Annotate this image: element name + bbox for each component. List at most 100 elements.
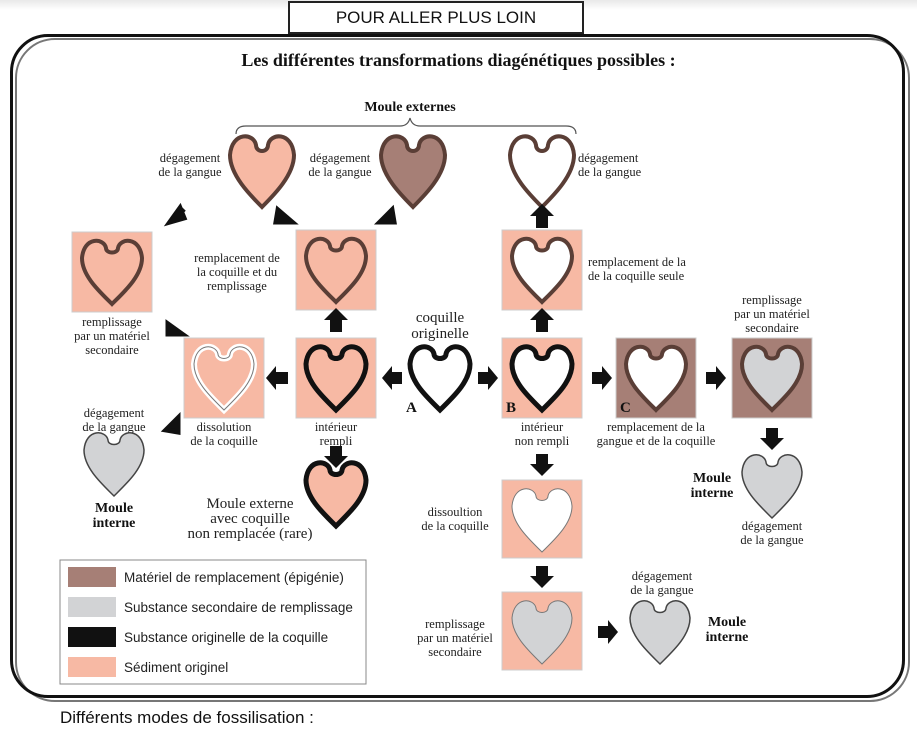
interieur-rempli-line2: rempli: [320, 434, 353, 448]
legend-label-secondaire: Substance secondaire de remplissage: [124, 600, 353, 615]
arrow-ul-1: [163, 202, 188, 227]
dissolution-line2: de la coquille: [190, 434, 258, 448]
frame-shadow: [15, 38, 910, 702]
shell-top-2: [378, 134, 448, 210]
rempl-cq-line3: remplissage: [207, 279, 267, 293]
deg1-line2: de la gangue: [158, 165, 222, 179]
deg3-line2: de la gangue: [578, 165, 642, 179]
shell-moule-interne-2: [629, 600, 691, 666]
arrow-up-rempli: [324, 308, 348, 332]
interieur-non-line2: non rempli: [515, 434, 570, 448]
moule-interne3-line1: Moule: [693, 471, 731, 486]
interieur-non-line1: intérieur: [521, 420, 564, 434]
shell-interieur-rempli: [303, 344, 369, 414]
legend: Matériel de remplacement (épigénie) Subs…: [59, 559, 367, 685]
rempl-cq-line1: remplacement de: [194, 251, 280, 265]
remplissage2-line1: remplissage: [742, 293, 802, 307]
shell-remplissage-left: [79, 238, 145, 307]
shell-top-1: [227, 134, 297, 210]
rempl-seule-line2: de la coquille seule: [588, 269, 685, 283]
arrow-down-rempli: [324, 446, 348, 468]
letter-a: A: [406, 400, 417, 416]
arrow-ur-1: [373, 204, 397, 225]
remplissage1-line2: par un matériel: [74, 329, 150, 343]
arrow-right-1: [478, 366, 498, 390]
remplissage2-line3: secondaire: [745, 321, 799, 335]
deg4-line1: dégagement: [84, 406, 145, 420]
dissoultion-line2: de la coquille: [421, 519, 489, 533]
legend-swatch-sediment: [68, 657, 116, 677]
arrow-ul-remplissage: [165, 319, 190, 337]
rempl-gangue-line2: gangue et de la coquille: [597, 434, 716, 448]
moule-interne2-line2: interne: [706, 630, 749, 645]
deg5-line1: dégagement: [632, 569, 693, 583]
moule-externe-rare-line3: non remplacée (rare): [188, 526, 313, 542]
moule-externes-brace: [235, 117, 577, 135]
legend-swatch-remplacement: [68, 567, 116, 587]
arrow-right-bottom: [598, 620, 618, 644]
legend-swatch-secondaire: [68, 597, 116, 617]
moule-interne2-line1: Moule: [708, 615, 746, 630]
shell-remplissage-right: [739, 344, 805, 413]
arrow-dl-dissolution: [160, 411, 181, 435]
moule-externe-rare-line2: avec coquille: [210, 511, 290, 527]
arrow-down-nonrempli: [530, 454, 554, 476]
arrow-down-right: [760, 428, 784, 450]
shell-coquille-originelle: [407, 344, 473, 414]
arrow-left-2: [382, 366, 402, 390]
arrow-up-nonrempli: [530, 308, 554, 332]
moule-interne3-line2: interne: [691, 486, 734, 501]
arrow-up-top3: [530, 204, 554, 228]
moule-externes-label: Moule externes: [364, 100, 456, 115]
shell-remplissage-bottom: [511, 600, 573, 665]
arrow-down-dissoultion: [530, 566, 554, 588]
legend-swatch-originelle: [68, 627, 116, 647]
coquille-line2: originelle: [411, 326, 469, 342]
section-header: POUR ALLER PLUS LOIN: [288, 1, 584, 34]
letter-c: C: [620, 400, 631, 416]
remplissage3-line2: par un matériel: [417, 631, 493, 645]
figure-caption: Différents modes de fossilisation :: [60, 708, 314, 727]
shell-top-3: [507, 134, 577, 210]
moule-externe-rare-line1: Moule externe: [206, 496, 293, 512]
moule-interne1-line1: Moule: [95, 501, 133, 516]
shell-moule-interne-3: [741, 454, 803, 520]
rempl-gangue-line1: remplacement de la: [607, 420, 705, 434]
legend-label-remplacement: Matériel de remplacement (épigénie): [124, 570, 344, 585]
diagram-title: Les différentes transformations diagénét…: [241, 50, 676, 70]
arrow-right-3: [706, 366, 726, 390]
shell-rempl-seule: [509, 236, 575, 305]
remplissage3-line3: secondaire: [428, 645, 482, 659]
dissoultion-line1: dissoultion: [428, 505, 484, 519]
remplissage2-line2: par un matériel: [734, 307, 810, 321]
shell-dissolution: [190, 343, 258, 415]
remplissage1-line1: remplissage: [82, 315, 142, 329]
deg1-line1: dégagement: [160, 151, 221, 165]
shell-dissoultion: [511, 488, 573, 553]
arrow-left-1: [266, 366, 288, 390]
legend-label-sediment: Sédiment originel: [124, 660, 228, 675]
rempl-cq-line2: la coquille et du: [197, 265, 278, 279]
arrow-ul-2: [273, 205, 299, 225]
legend-label-originelle: Substance originelle de la coquille: [124, 630, 328, 645]
letter-b: B: [506, 400, 516, 416]
deg3-line1: dégagement: [578, 151, 639, 165]
shell-rempl-gangue: [623, 344, 689, 413]
deg2-line2: de la gangue: [308, 165, 372, 179]
shell-moule-externe-rare: [303, 460, 369, 530]
coquille-line1: coquille: [416, 310, 465, 326]
deg4-line2: de la gangue: [82, 420, 146, 434]
deg6-line1: dégagement: [742, 519, 803, 533]
arrow-right-2: [592, 366, 612, 390]
interieur-rempli-line1: intérieur: [315, 420, 358, 434]
deg2-line1: dégagement: [310, 151, 371, 165]
deg6-line2: de la gangue: [740, 533, 804, 547]
remplissage1-line3: secondaire: [85, 343, 139, 357]
moule-interne1-line2: interne: [93, 516, 136, 531]
dissolution-line1: dissolution: [197, 420, 253, 434]
shell-rempl-coquille: [303, 236, 369, 305]
deg5-line2: de la gangue: [630, 583, 694, 597]
remplissage3-line1: remplissage: [425, 617, 485, 631]
rempl-seule-line1: remplacement de la: [588, 255, 686, 269]
